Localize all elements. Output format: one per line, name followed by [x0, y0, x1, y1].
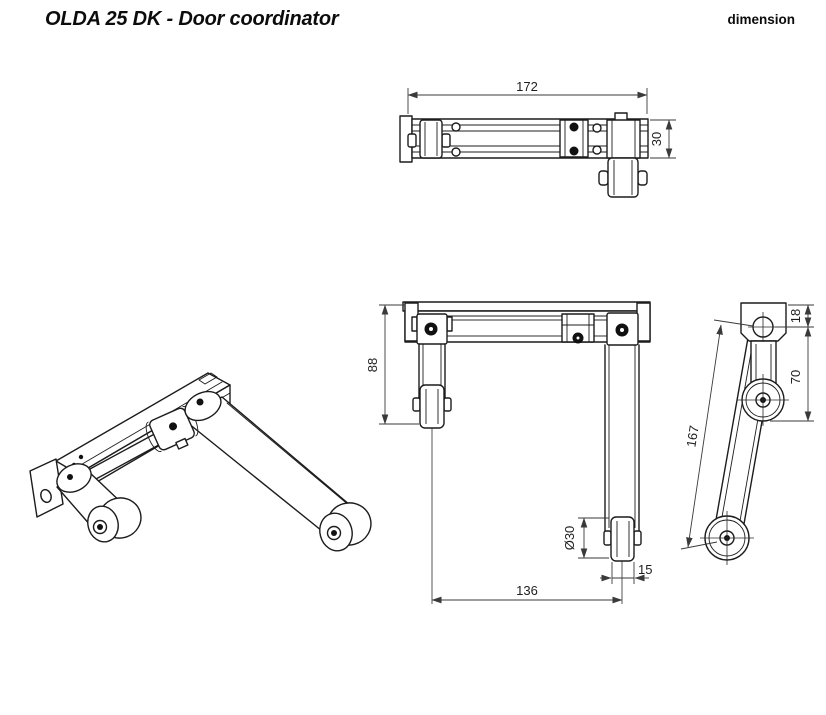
- dim-label-roller-span: 136: [516, 583, 538, 598]
- dimension-172: 172: [407, 79, 648, 114]
- front-view-right-arm: [603, 312, 642, 604]
- iso-end-plate: [29, 458, 64, 518]
- dimension-70: 70: [770, 326, 814, 422]
- front-view-clamp: [561, 313, 595, 344]
- screw-hole-icon: [592, 145, 602, 155]
- side-view: 18 70 167: [680, 302, 814, 565]
- iso-left-roller: [87, 497, 142, 543]
- iso-right-hinge: [184, 390, 222, 422]
- top-view-hanging-roller: [598, 157, 648, 198]
- page-type-label: dimension: [727, 12, 795, 27]
- dim-label-short-arm: 70: [788, 370, 803, 384]
- dim-label-top-depth: 30: [649, 132, 664, 146]
- dim-label-top-width: 172: [516, 79, 538, 94]
- side-view-top-roller: [737, 374, 789, 426]
- dim-label-front-height: 88: [365, 358, 380, 372]
- dimension-30: 30: [649, 119, 676, 159]
- dimension-15: 15: [600, 562, 652, 584]
- iso-right-roller: [319, 502, 372, 552]
- screw-hole-icon: [592, 123, 602, 133]
- side-view-bottom-roller: [700, 511, 754, 565]
- page-title: OLDA 25 DK - Door coordinator: [45, 8, 339, 30]
- dim-label-long-arm: 167: [683, 424, 701, 448]
- dim-label-roller-diameter: Ø30: [562, 526, 577, 551]
- top-view-clamp: [559, 119, 589, 158]
- dimension-dia30: Ø30: [562, 517, 609, 559]
- screw-hole-icon: [451, 122, 461, 132]
- isometric-view: [29, 372, 372, 552]
- dimension-167: 167: [680, 319, 754, 550]
- top-view-left-roller: [407, 119, 451, 159]
- front-view: 88 Ø30 15 136: [365, 301, 652, 604]
- front-view-left-arm: [411, 313, 453, 604]
- dim-label-pivot-offset: 18: [788, 309, 803, 323]
- top-view: 172 30: [399, 79, 676, 198]
- dim-label-roller-width: 15: [638, 562, 652, 577]
- top-view-bracket: [606, 112, 641, 159]
- screw-hole-icon: [451, 147, 461, 157]
- dimension-136: 136: [431, 583, 623, 604]
- dimension-88: 88: [365, 304, 419, 425]
- iso-coupling: [145, 406, 199, 452]
